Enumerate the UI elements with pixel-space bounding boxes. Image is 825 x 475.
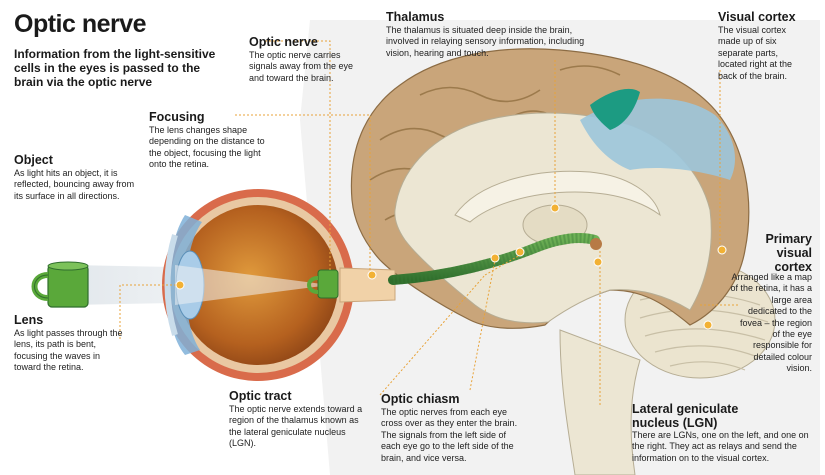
optic-chiasm-heading: Optic chiasm bbox=[381, 392, 460, 406]
focusing-text: The lens changes shape depending on the … bbox=[149, 125, 265, 170]
focusing-heading: Focusing bbox=[149, 110, 205, 124]
lgn-text: There are LGNs, one on the left, and one… bbox=[632, 430, 809, 463]
primary-visual-cortex-area bbox=[590, 88, 640, 130]
brainstem bbox=[559, 329, 641, 475]
eye-light-cone bbox=[175, 265, 330, 305]
lens-heading: Lens bbox=[14, 313, 44, 327]
corpus-callosum bbox=[454, 170, 661, 223]
optic-tract-heading: Optic tract bbox=[229, 389, 292, 403]
lgn-node bbox=[590, 238, 602, 250]
visual-cortex-text: The visual cortex made up of six separat… bbox=[718, 25, 793, 81]
optic-nerve-text: The optic nerve carries signals away fro… bbox=[249, 50, 354, 83]
optic-nerve-heading: Optic nerve bbox=[249, 35, 318, 49]
page-subtitle: Information from the light-sensitive cel… bbox=[14, 47, 216, 89]
optic-chiasm-text: The optic nerves from each eye cross ove… bbox=[381, 407, 518, 463]
retina-cup-image bbox=[307, 269, 339, 299]
thalamus-heading: Thalamus bbox=[386, 10, 445, 24]
markers bbox=[175, 203, 727, 330]
page-title: Optic nerve bbox=[14, 10, 147, 38]
object-heading: Object bbox=[14, 153, 53, 167]
primary-visual-cortex-text: Arranged like a map of the retina, it ha… bbox=[730, 272, 812, 374]
lens-text: As light passes through the lens, its pa… bbox=[14, 328, 123, 373]
optic-tract-text: The optic nerve extends toward a region … bbox=[229, 404, 363, 449]
visual-cortex-heading: Visual cortex bbox=[718, 10, 796, 24]
eye-cross-section bbox=[162, 189, 354, 381]
optic-nerve-stub bbox=[339, 267, 396, 303]
primary-visual-cortex-heading: Primary visual cortex bbox=[765, 232, 812, 274]
leader-lines bbox=[119, 40, 740, 405]
cup-object bbox=[31, 261, 89, 308]
lgn-heading: Lateral geniculate nucleus (LGN) bbox=[632, 402, 739, 430]
object-text: As light hits an object, it is reflected… bbox=[14, 168, 135, 201]
thalamus-text: The thalamus is situated deep inside the… bbox=[386, 25, 585, 58]
